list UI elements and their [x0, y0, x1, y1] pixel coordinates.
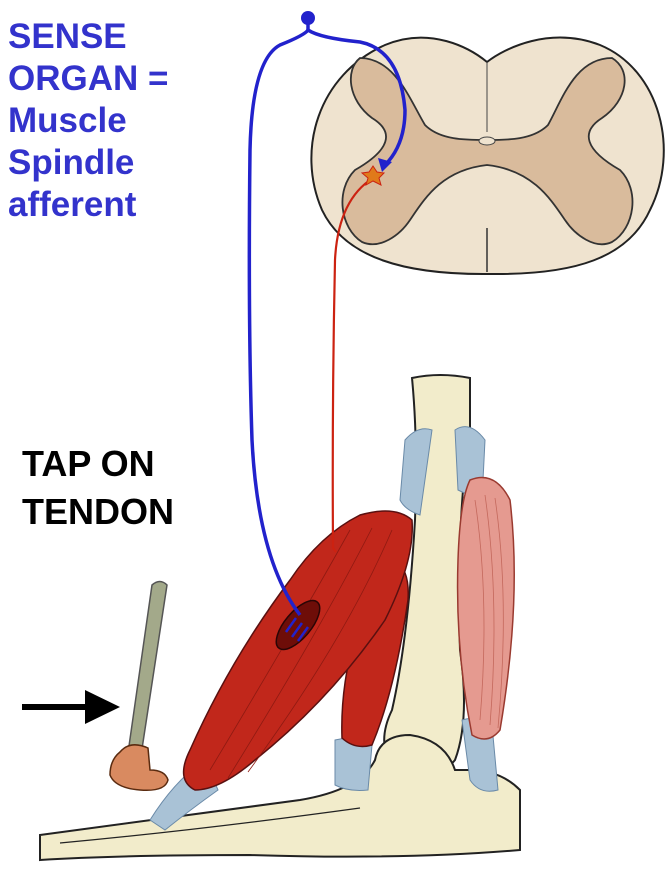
reflex-hammer-icon	[110, 582, 168, 791]
central-canal	[479, 137, 495, 145]
triceps-muscle	[458, 478, 515, 740]
tap-arrow-icon	[22, 690, 120, 724]
spinal-cord	[311, 38, 663, 274]
